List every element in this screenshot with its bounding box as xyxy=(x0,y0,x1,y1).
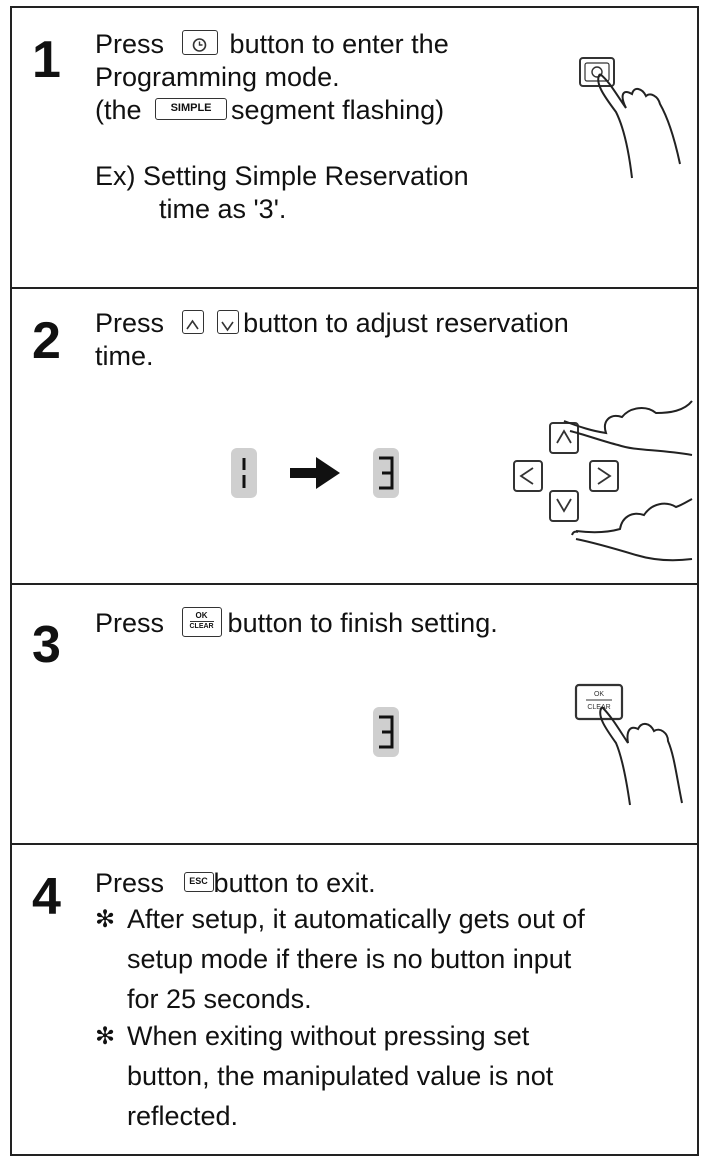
simple-segment-badge: SIMPLE xyxy=(155,97,228,120)
arrow-right-icon xyxy=(290,457,340,489)
up-button-icon xyxy=(181,309,204,334)
step-number: 2 xyxy=(32,312,61,370)
lcd-digit-from xyxy=(231,448,257,498)
step-number: 4 xyxy=(32,868,61,926)
hand-pressing-icon xyxy=(563,400,693,435)
clock-button-icon xyxy=(181,30,218,56)
hand-pressing-icon xyxy=(579,57,681,179)
down-button-icon xyxy=(217,309,240,334)
step-number: 1 xyxy=(32,31,61,89)
step-2: 2 Press button to adjust reservation tim… xyxy=(12,287,697,583)
step-4: 4 Press ESC button to exit. ✻ After setu… xyxy=(12,843,697,1154)
esc-button-icon: ESC xyxy=(183,871,214,892)
step-text: Press OK CLEAR button to finish setting. xyxy=(95,606,498,638)
step-text: Press button to adjust reservation time. xyxy=(95,308,569,371)
step-text: Press button to enter the Programming mo… xyxy=(95,29,469,224)
ok-clear-button-icon: OK CLEAR xyxy=(181,606,222,637)
lcd-digit-value xyxy=(373,707,399,757)
hand-pressing-icon: OK CLEAR xyxy=(574,683,683,806)
step-1: 1 Press button to enter the Programming … xyxy=(12,8,697,287)
note-auto-exit: ✻ After setup, it automatically gets out… xyxy=(95,904,585,1014)
dpad-icon xyxy=(513,400,693,562)
lcd-digit-to xyxy=(373,448,399,498)
step-text: Press ESC button to exit. ✻ After setup,… xyxy=(95,868,585,1131)
svg-text:OK: OK xyxy=(594,691,604,698)
svg-text:CLEAR: CLEAR xyxy=(587,704,610,711)
step-number: 3 xyxy=(32,616,61,674)
instruction-panel: 1 Press button to enter the Programming … xyxy=(10,6,699,1156)
step-3: 3 Press OK CLEAR button to finish settin… xyxy=(12,583,697,843)
note-value-not-reflected: ✻ When exiting without pressing set butt… xyxy=(95,1021,554,1131)
